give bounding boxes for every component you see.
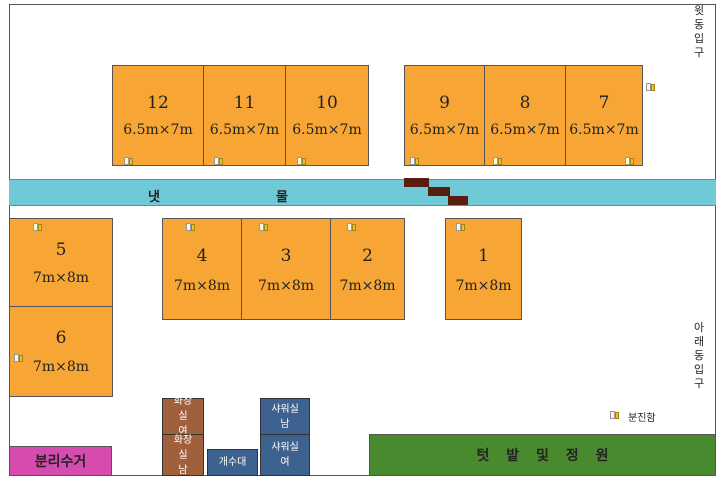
plot-number: 5 (55, 240, 67, 260)
stepping-stone (448, 196, 468, 205)
plot-4[interactable]: 4 7m×8m (162, 218, 242, 320)
plot-3[interactable]: 3 7m×8m (241, 218, 331, 320)
plot-number: 11 (233, 93, 256, 113)
stream (9, 179, 716, 206)
plot-number: 10 (316, 93, 338, 113)
plot-12[interactable]: 12 6.5m×7m (112, 65, 204, 166)
plot-number: 4 (196, 246, 208, 266)
upper-entrance-label: 윗동입구 (693, 4, 705, 59)
plot-9[interactable]: 9 6.5m×7m (404, 65, 485, 166)
stream-label-left: 냇 (148, 190, 160, 205)
compost-bin-icon (347, 223, 356, 231)
plot-size: 6.5m×7m (409, 122, 480, 138)
plot-size: 7m×8m (455, 278, 512, 294)
stepping-stone (404, 178, 429, 187)
compost-bin-icon (493, 157, 502, 165)
plot-size: 6.5m×7m (490, 122, 560, 138)
compost-bin-icon (625, 157, 634, 165)
shower-male[interactable]: 샤워실 남 (260, 398, 310, 435)
recycling-area[interactable]: 분리수거 (9, 446, 112, 476)
compost-bin-icon (646, 83, 655, 91)
legend-bin-icon (610, 411, 619, 419)
plot-number: 6 (55, 328, 67, 348)
plot-5[interactable]: 5 7m×8m (9, 218, 113, 307)
plot-size: 6.5m×7m (123, 122, 193, 138)
legend-label: 분진함 (628, 413, 656, 424)
lower-entrance-label: 아래동입구 (693, 321, 705, 390)
plot-size: 7m×8m (173, 278, 231, 294)
plot-number: 8 (519, 93, 531, 113)
plot-size: 7m×8m (32, 270, 90, 286)
restroom-male[interactable]: 화장실 남 (162, 434, 204, 476)
compost-bin-icon (297, 157, 306, 165)
plot-number: 1 (478, 246, 489, 266)
plot-6[interactable]: 6 7m×8m (9, 306, 113, 397)
compost-bin-icon (33, 223, 42, 231)
restroom-female[interactable]: 화장실 여 (162, 396, 204, 437)
plot-10[interactable]: 10 6.5m×7m (285, 65, 369, 166)
plot-1[interactable]: 1 7m×8m (445, 218, 522, 320)
plot-size: 7m×8m (32, 359, 90, 375)
compost-bin-icon (410, 157, 419, 165)
plot-2[interactable]: 2 7m×8m (330, 218, 405, 320)
compost-bin-icon (214, 157, 223, 165)
plot-11[interactable]: 11 6.5m×7m (203, 65, 286, 166)
plot-size: 6.5m×7m (569, 122, 639, 138)
stepping-stone (428, 187, 450, 196)
plot-number: 3 (280, 246, 292, 266)
compost-bin-icon (14, 354, 23, 362)
plot-number: 7 (598, 93, 610, 113)
plot-8[interactable]: 8 6.5m×7m (484, 65, 566, 166)
compost-bin-icon (124, 157, 133, 165)
plot-7[interactable]: 7 6.5m×7m (565, 65, 643, 166)
sink[interactable]: 개수대 (207, 449, 258, 476)
stream-label-right: 물 (276, 190, 288, 205)
compost-bin-icon (456, 223, 465, 231)
plot-number: 2 (362, 246, 373, 266)
plot-number: 9 (439, 93, 450, 113)
shower-female[interactable]: 샤워실 여 (260, 434, 310, 476)
plot-size: 7m×8m (257, 278, 315, 294)
compost-bin-icon (259, 223, 268, 231)
vegetable-garden[interactable]: 텃 밭 및 정 원 (369, 434, 716, 476)
plot-size: 6.5m×7m (209, 122, 280, 138)
plot-number: 12 (147, 93, 169, 113)
plot-size: 6.5m×7m (292, 122, 362, 138)
plot-size: 7m×8m (339, 278, 396, 294)
compost-bin-icon (186, 223, 195, 231)
